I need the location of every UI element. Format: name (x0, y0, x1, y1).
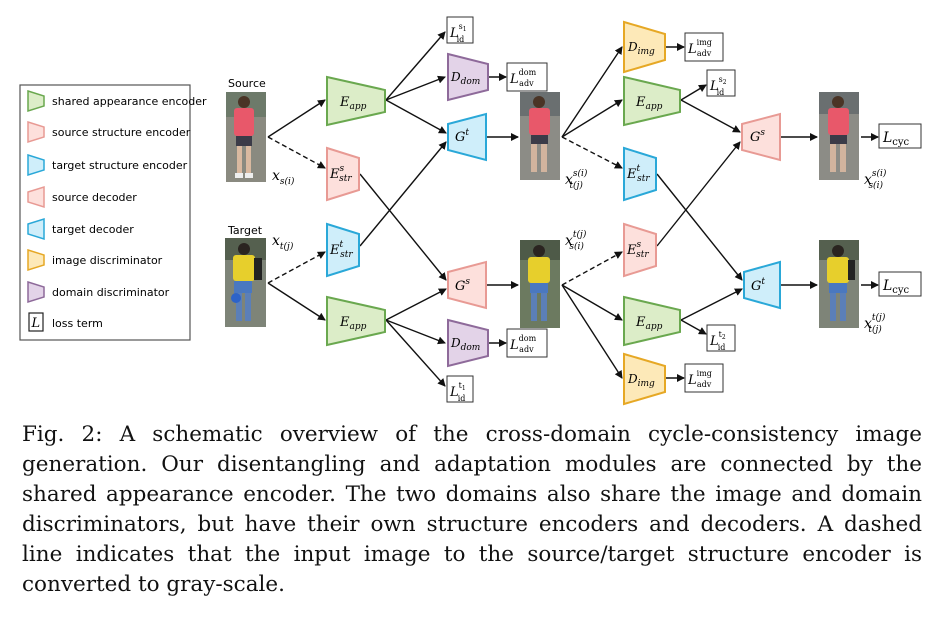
reconstructed-top-var: xs(i)s(i) (864, 168, 887, 191)
source-var: xs(i) (272, 168, 295, 187)
shared-appearance-encoder-right-bottom: Eapp (623, 295, 681, 347)
source-decoder-left: Gs (447, 260, 487, 310)
legend-item-source-structure-encoder: source structure encoder (27, 120, 191, 144)
legend-item-domain-discriminator: domain discriminator (27, 280, 170, 304)
target-decoder-left: Gt (447, 112, 487, 162)
legend-label: target decoder (52, 223, 134, 236)
reconstructed-bottom-image (819, 240, 859, 328)
legend-item-target-decoder: target decoder (27, 217, 134, 241)
legend-label: source structure encoder (52, 126, 191, 139)
legend-loss-symbol: L (31, 316, 41, 331)
target-decoder-right: Gt (743, 260, 781, 310)
legend-swatch-pink-decoder-icon (27, 185, 45, 209)
legend-swatch-green-icon (27, 89, 45, 113)
legend-item-target-structure-encoder: target structure encoder (27, 153, 188, 177)
generated-top-var: xs(i)t(j) (565, 168, 588, 191)
legend-item-source-decoder: source decoder (27, 185, 137, 209)
loss-cyc-top: Lcyc (878, 123, 922, 149)
source-label: Source (228, 77, 266, 90)
generated-bottom-image (520, 240, 560, 328)
legend-swatch-purple-icon (27, 280, 45, 304)
generated-bottom-var: xt(j)s(i) (565, 229, 587, 252)
shared-appearance-encoder-left-top: Eapp (326, 75, 386, 127)
legend-swatch-pink-icon (27, 120, 45, 144)
legend-label: target structure encoder (52, 159, 188, 172)
legend-label: domain discriminator (52, 286, 170, 299)
loss-cyc-bottom: Lcyc (878, 271, 922, 297)
target-image (225, 238, 266, 327)
reconstructed-top-image (819, 92, 859, 180)
generated-top-image (520, 92, 560, 180)
legend-label: image discriminator (52, 254, 163, 267)
legend-frame (19, 84, 191, 341)
reconstructed-bottom-var: xt(j)t(j) (864, 312, 886, 335)
legend-item-image-discriminator: image discriminator (27, 248, 163, 272)
image-discriminator-bottom: Dimg (623, 352, 666, 406)
legend-swatch-yellow-icon (27, 248, 45, 272)
image-discriminator-top: Dimg (623, 20, 666, 74)
arrows (267, 31, 879, 387)
figure-caption: Fig. 2: A schematic overview of the cros… (22, 422, 922, 597)
legend-item-loss-term: L loss term (28, 312, 103, 332)
domain-discriminator-top: Ddom (447, 52, 489, 102)
legend: shared appearance encoder source structu… (19, 84, 207, 341)
legend-swatch-blue-decoder-icon (27, 217, 45, 241)
source-image (226, 92, 266, 182)
legend-item-shared-appearance-encoder: shared appearance encoder (27, 89, 207, 113)
target-label: Target (227, 224, 263, 237)
cycle-generation-diagram: shared appearance encoder source structu… (19, 16, 922, 406)
source-decoder-right: Gs (741, 112, 781, 162)
legend-swatch-blue-icon (27, 153, 45, 177)
legend-label: shared appearance encoder (52, 95, 207, 108)
target-var: xt(j) (272, 233, 294, 252)
domain-discriminator-bottom: Ddom (447, 318, 489, 368)
legend-loss-box-icon (28, 312, 44, 332)
legend-label: source decoder (52, 191, 137, 204)
shared-appearance-encoder-left-bottom: Eapp (326, 295, 386, 347)
legend-label: loss term (52, 317, 103, 330)
shared-appearance-encoder-right-top: Eapp (623, 75, 681, 127)
